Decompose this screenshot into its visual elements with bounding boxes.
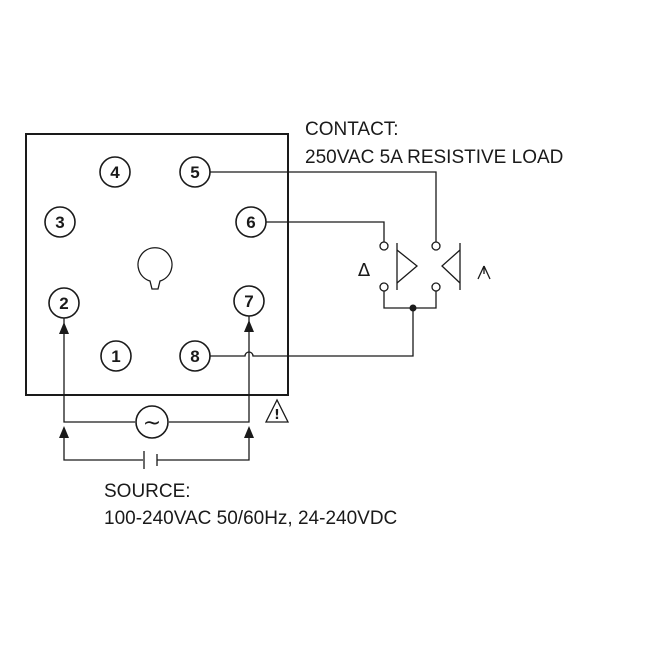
relay-socket-outline [25, 133, 289, 396]
pin-7: 7 [233, 285, 265, 317]
pin-6-label: 6 [246, 213, 255, 232]
warning-mark: ! [274, 408, 280, 423]
dc-battery-icon [143, 451, 158, 469]
wire-pin8-common [210, 308, 414, 357]
pin-1-label: 1 [111, 347, 120, 366]
pin-2-label: 2 [59, 294, 68, 313]
contact-rating: 250VAC 5A RESISTIVE LOAD [305, 147, 563, 168]
common-junction-dot [409, 304, 417, 312]
warning-triangle-icon: ! [264, 398, 290, 423]
pin-8: 8 [179, 340, 211, 372]
wire-pin5-contact [210, 171, 437, 242]
arrow-pin7 [244, 320, 254, 332]
star-symbol [477, 265, 491, 280]
pin-7-label: 7 [244, 292, 253, 311]
contact-terminals [379, 241, 441, 292]
wire-pin6-contact [266, 221, 385, 242]
pin-8-label: 8 [190, 347, 199, 366]
arrow-pin2 [59, 322, 69, 334]
pin-2: 2 [48, 287, 80, 319]
delta-symbol: Δ [358, 260, 371, 281]
arrow-dc-left [59, 426, 69, 438]
arrow-dc-right [244, 426, 254, 438]
pin-4: 4 [99, 156, 131, 188]
pin-6: 6 [235, 206, 267, 238]
wire-contact-common-bus [383, 291, 437, 309]
pin-3-label: 3 [55, 213, 64, 232]
pin-1: 1 [100, 340, 132, 372]
star-contact-symbol [441, 243, 461, 290]
ac-symbol: ~ [143, 411, 161, 436]
pin-5: 5 [179, 156, 211, 188]
socket-key-icon [137, 247, 173, 290]
contact-heading: CONTACT: [305, 119, 399, 140]
source-heading: SOURCE: [104, 481, 191, 502]
ac-source-icon: ~ [135, 405, 169, 439]
pin-4-label: 4 [110, 163, 120, 182]
source-rating: 100-240VAC 50/60Hz, 24-240VDC [104, 508, 397, 529]
pin-3: 3 [44, 206, 76, 238]
wire-ac-source [63, 316, 250, 423]
pin-5-label: 5 [190, 163, 199, 182]
delta-contact-symbol [396, 243, 419, 290]
wire-dc-source [63, 438, 250, 461]
